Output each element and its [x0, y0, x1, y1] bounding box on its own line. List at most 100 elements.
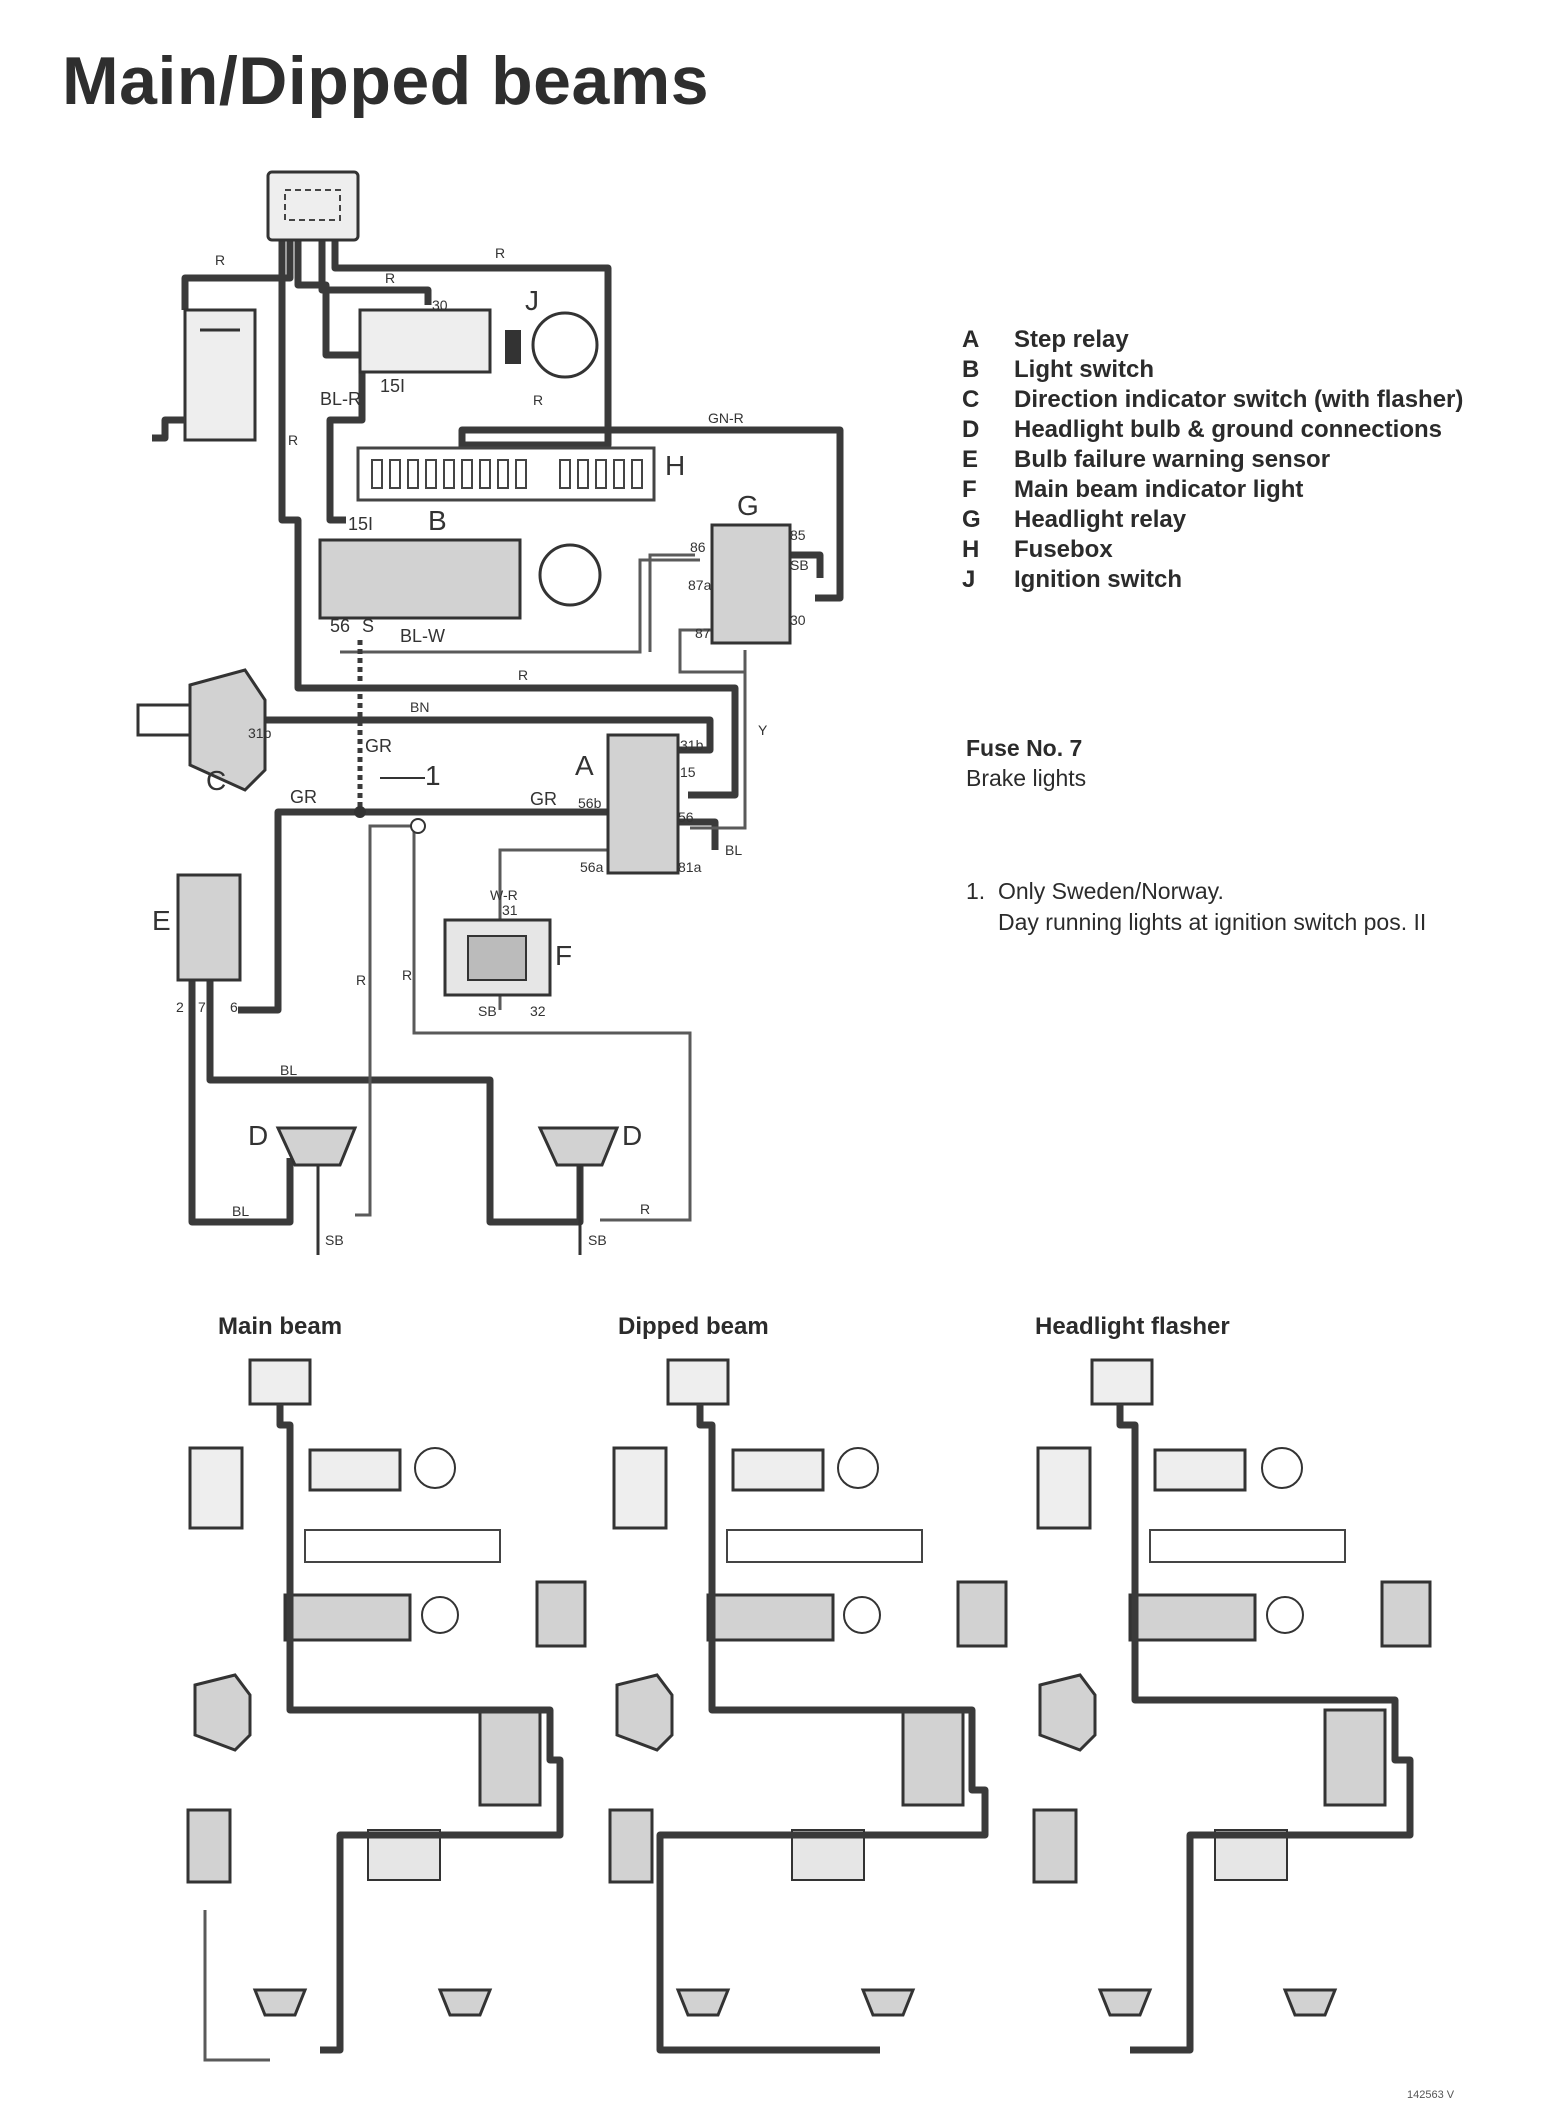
legend-key: D — [962, 416, 980, 443]
legend-label: Headlight relay — [1014, 506, 1187, 533]
wire-code-gr: GR — [365, 736, 392, 756]
wire-code-wr: W-R — [490, 887, 518, 903]
wire-code-bn: BN — [410, 699, 429, 715]
page-title: Main/Dipped beams — [62, 43, 710, 119]
label-a: A — [575, 750, 594, 781]
terminal-87a: 87a — [688, 577, 712, 593]
legend-label: Light switch — [1014, 356, 1154, 383]
wire-code-r: R — [518, 667, 528, 683]
wire-bl-right — [206, 980, 584, 1226]
wire-y — [690, 650, 747, 830]
legend-key: G — [962, 506, 981, 533]
wire-battery-feed — [181, 240, 294, 310]
label-f: F — [555, 940, 572, 971]
bulb-failure-sensor — [176, 873, 242, 982]
wire-code-r: R — [215, 252, 225, 268]
wire-red-long — [278, 240, 739, 799]
indicator-lamp — [467, 935, 527, 981]
terminal-32: 32 — [530, 1003, 546, 1019]
battery — [188, 1446, 244, 1530]
wire-code-bl: BL — [232, 1203, 249, 1219]
terminal-15: 15 — [680, 764, 696, 780]
component-labels: J H B G C A 1 E F D D — [152, 285, 759, 1151]
junction — [354, 806, 366, 818]
diagram-main-beam — [186, 1358, 587, 2062]
fuse-description: Brake lights — [966, 765, 1087, 791]
step-relay — [606, 733, 680, 875]
legend-label: Fusebox — [1014, 536, 1113, 563]
label-h: H — [665, 450, 685, 481]
headlight-left — [275, 1126, 358, 1167]
wire-gr — [238, 808, 632, 1014]
headlight-relay — [535, 1580, 587, 1648]
headlight-relay — [1380, 1580, 1432, 1648]
fusebox — [726, 1529, 923, 1563]
terminal-30: 30 — [432, 297, 448, 313]
legend-item: H Fusebox — [962, 535, 1463, 565]
legend-item: G Headlight relay — [962, 505, 1463, 535]
top-connector-inner — [284, 189, 341, 221]
wire-thin — [203, 1910, 270, 2062]
caption-headlight-flasher: Headlight flasher — [1035, 1313, 1230, 1340]
wire-sb-relay — [790, 551, 824, 578]
legend-item: F Main beam indicator light — [962, 475, 1463, 505]
legend-key: F — [962, 476, 977, 503]
footnote-number: 1. — [966, 878, 986, 904]
wire-blw — [340, 558, 700, 654]
terminal-87: 87 — [695, 625, 711, 641]
wire-code-sb: SB — [588, 1232, 607, 1248]
headlight-left — [675, 1988, 731, 2017]
headlight-right — [537, 1126, 620, 1167]
label-e: E — [152, 905, 171, 936]
wire-relay-86 — [648, 553, 695, 652]
terminal-56: 56 — [678, 809, 694, 825]
terminal-31: 31 — [502, 902, 518, 918]
wire-code-blr: BL-R — [320, 389, 361, 409]
ignition-switch-body — [308, 1448, 402, 1492]
light-switch-dial — [1266, 1596, 1304, 1634]
wire-code-y: Y — [758, 722, 768, 738]
diagram-dipped-beam — [608, 1358, 1008, 2054]
legend-label: Main beam indicator light — [1014, 476, 1304, 503]
label-d-left: D — [248, 1120, 268, 1151]
label-j: J — [525, 285, 539, 316]
wire-code-sb: SB — [478, 1003, 497, 1019]
indicator-switch — [1038, 1673, 1097, 1752]
label-g: G — [737, 490, 759, 521]
top-connector — [266, 170, 360, 242]
step-relay — [1323, 1708, 1387, 1807]
terminal-7: 7 — [198, 999, 206, 1015]
ignition-switch-body — [1153, 1448, 1247, 1492]
indicator-switch — [193, 1673, 252, 1752]
ignition-lock — [505, 330, 521, 364]
terminal-labels: 30 15I 15I 56 S 86 85 87a 87 30 31b 15 5… — [176, 297, 806, 1019]
light-switch — [318, 538, 522, 620]
wire-code-r: R — [495, 245, 505, 261]
junction — [410, 818, 426, 834]
legend-key: H — [962, 536, 980, 563]
legend-item: J Ignition switch — [962, 565, 1463, 595]
legend-key: J — [962, 566, 976, 593]
wire-code-r: R — [640, 1201, 650, 1217]
wire-code-gr: GR — [530, 789, 557, 809]
legend-label: Ignition switch — [1014, 566, 1182, 593]
wire-r-thin-right — [412, 826, 692, 1222]
wire-r-thin-left — [355, 824, 420, 1217]
indicator-stalk — [136, 703, 192, 737]
footnote-line-1: Only Sweden/Norway. — [998, 878, 1224, 904]
wire-relay-87 — [678, 628, 745, 674]
light-switch — [706, 1593, 835, 1642]
terminal-15i: 15I — [348, 514, 373, 534]
diagram-headlight-flasher — [1032, 1358, 1432, 2054]
light-switch — [1128, 1593, 1257, 1642]
label-c: C — [206, 765, 226, 796]
label-b: B — [428, 505, 447, 536]
indicator-switch — [615, 1673, 674, 1752]
wire-relay-bl — [672, 818, 719, 850]
